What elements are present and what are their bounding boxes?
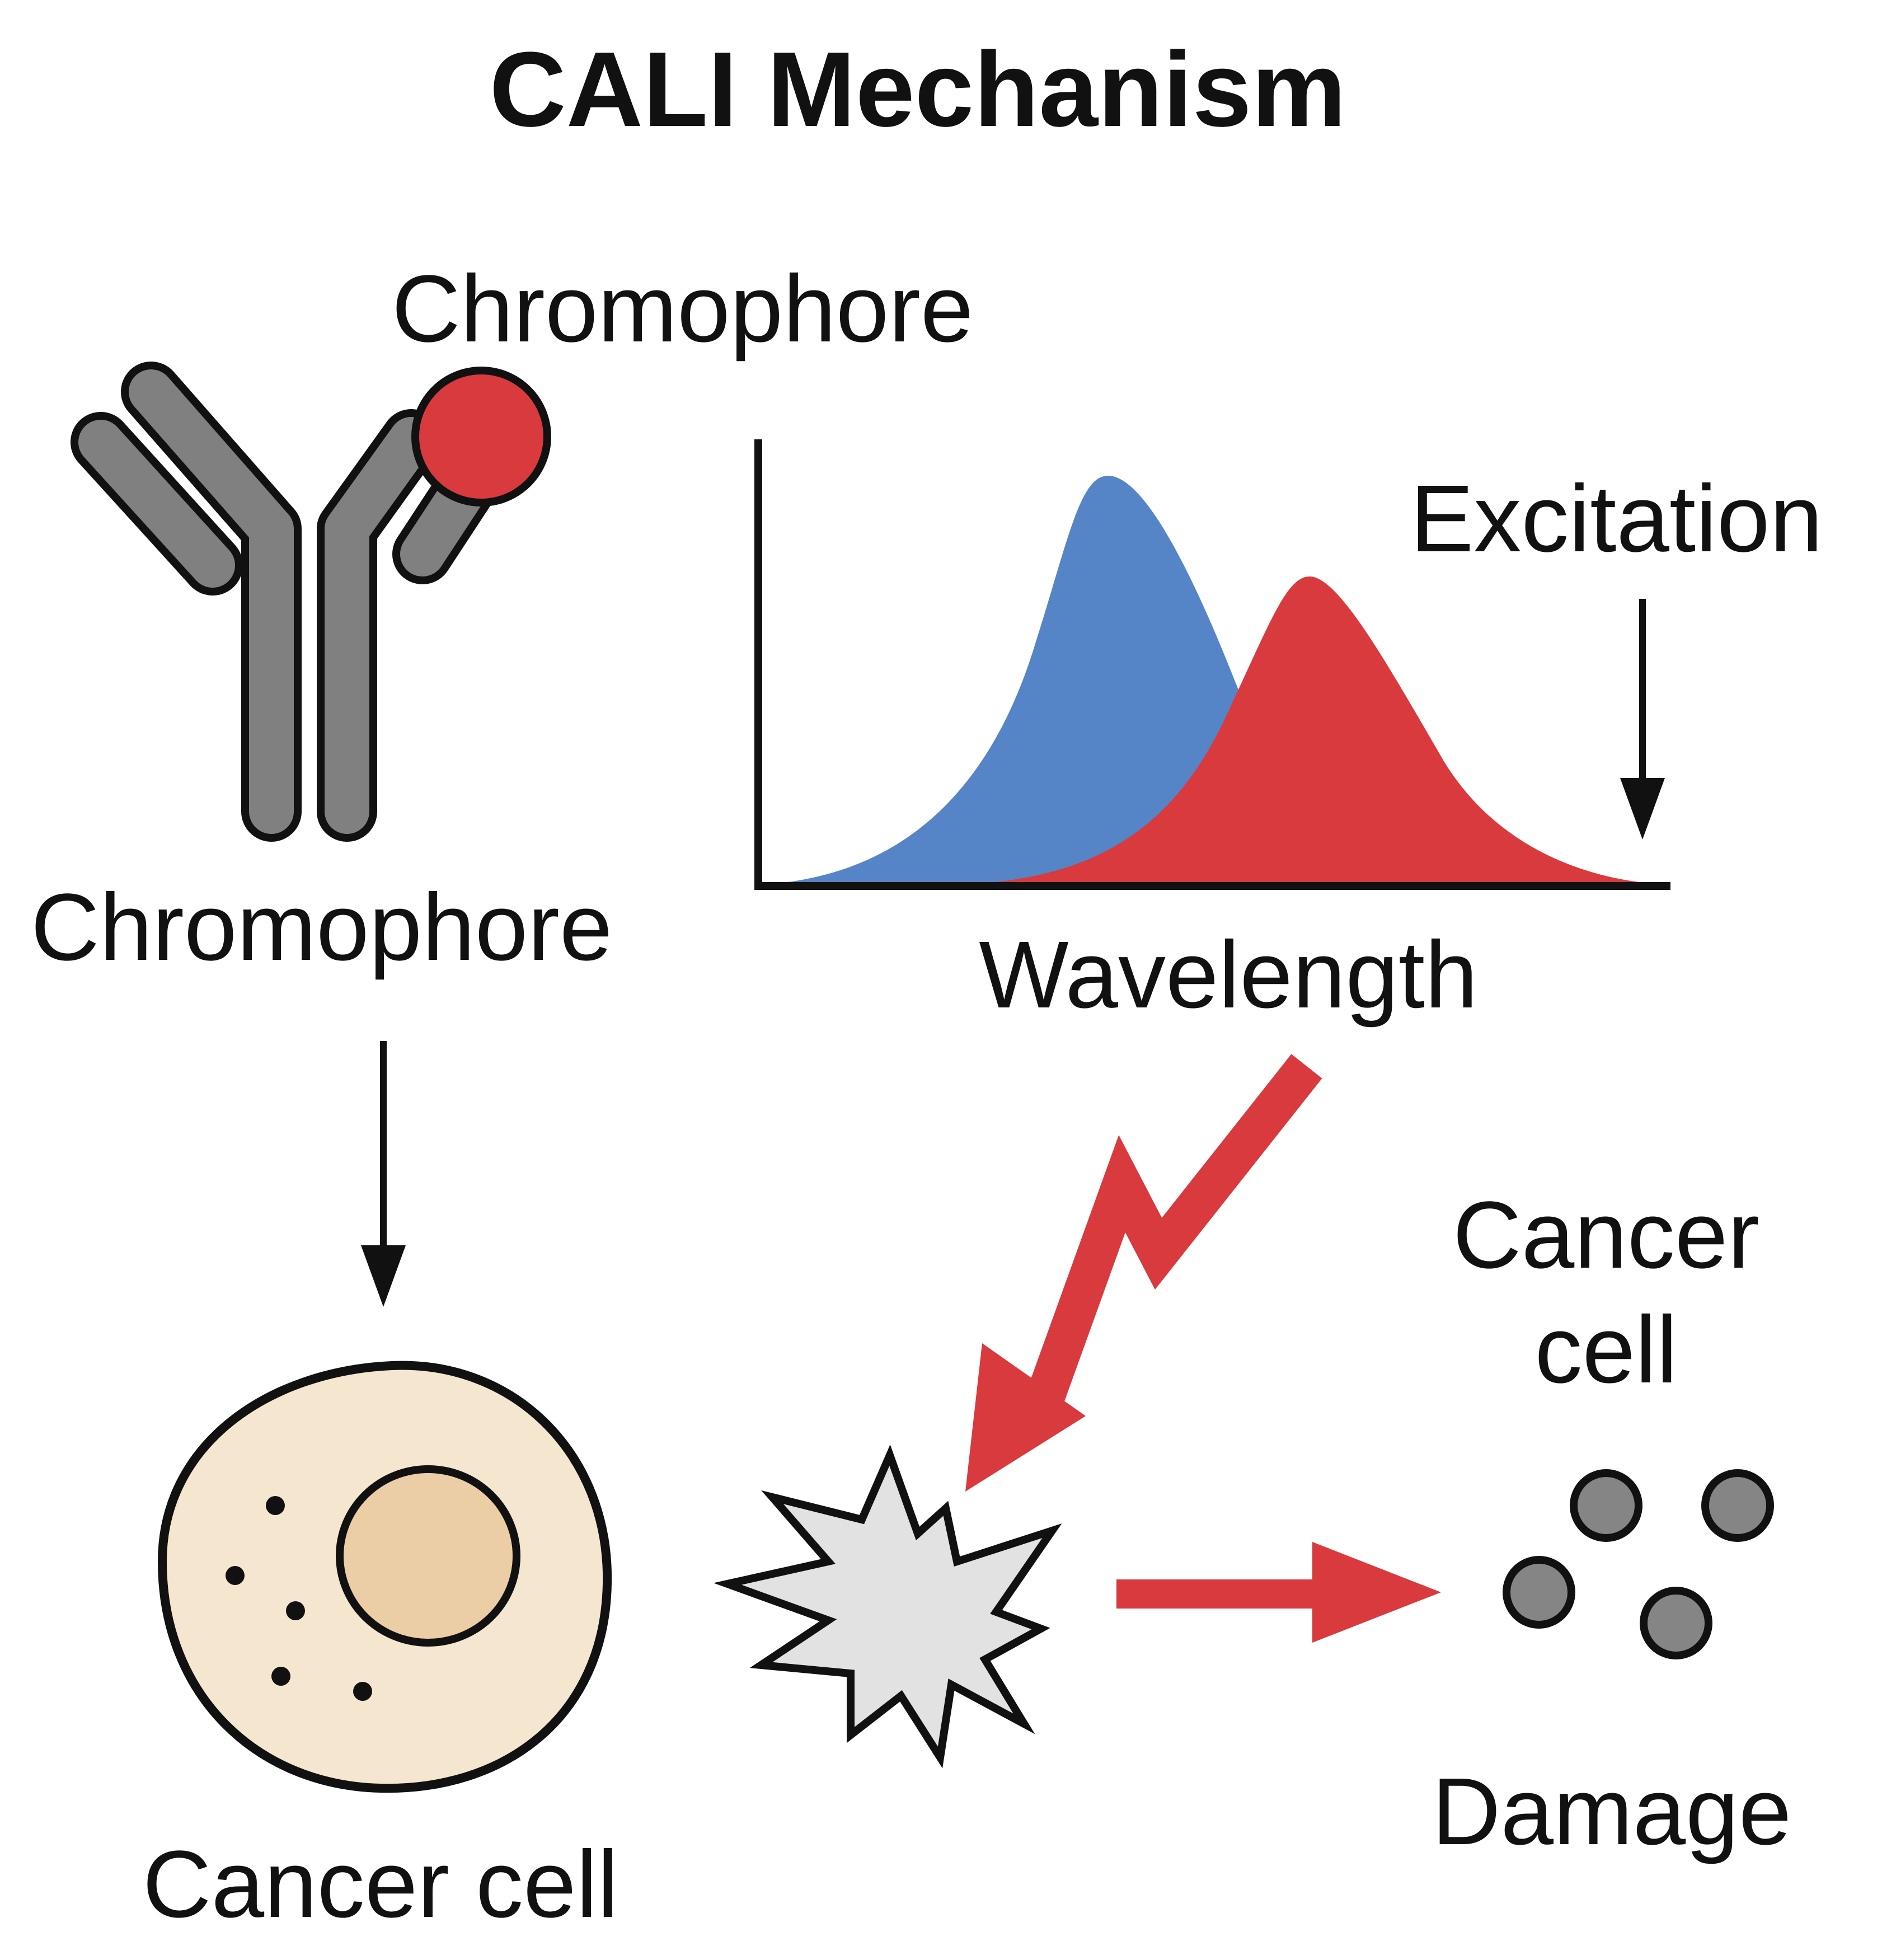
cell-granule — [266, 1496, 285, 1515]
chromophore-left-label: Chromophore — [31, 874, 612, 981]
cell-nucleus — [336, 1465, 520, 1647]
cell-granule — [226, 1566, 245, 1585]
fragment — [1701, 1469, 1774, 1542]
cancer-cell-right-label-line2: cell — [1534, 1297, 1677, 1403]
spectrum-plot — [754, 439, 1670, 890]
cell-granule — [271, 1667, 290, 1686]
excitation-label: Excitation — [1410, 466, 1823, 572]
cancer-cell-bottom-label: Cancer cell — [143, 1831, 618, 1938]
cell-granule — [353, 1682, 372, 1701]
protein-fragments-icon — [1503, 1469, 1774, 1659]
light-lightning-icon — [965, 1054, 1322, 1492]
diagram-title: CALI Mechanism — [490, 30, 1346, 149]
fragment — [1570, 1469, 1642, 1542]
cancer-cell-icon — [157, 1361, 612, 1793]
wavelength-label: Wavelength — [979, 922, 1477, 1028]
binding-arrow — [361, 1041, 406, 1307]
damage-burst-icon — [713, 1444, 1062, 1769]
damage-arrow — [1116, 1542, 1441, 1643]
chromophore-top-label: Chromophore — [392, 256, 973, 362]
excitation-arrow — [1620, 599, 1665, 840]
chromophore-dot — [411, 367, 551, 507]
cancer-cell-right-label-line1: Cancer — [1453, 1182, 1759, 1288]
fragment — [1640, 1587, 1712, 1659]
cell-granule — [286, 1601, 305, 1620]
fragment — [1503, 1556, 1575, 1629]
emission-curve — [963, 576, 1665, 884]
damage-label: Damage — [1432, 1759, 1792, 1865]
